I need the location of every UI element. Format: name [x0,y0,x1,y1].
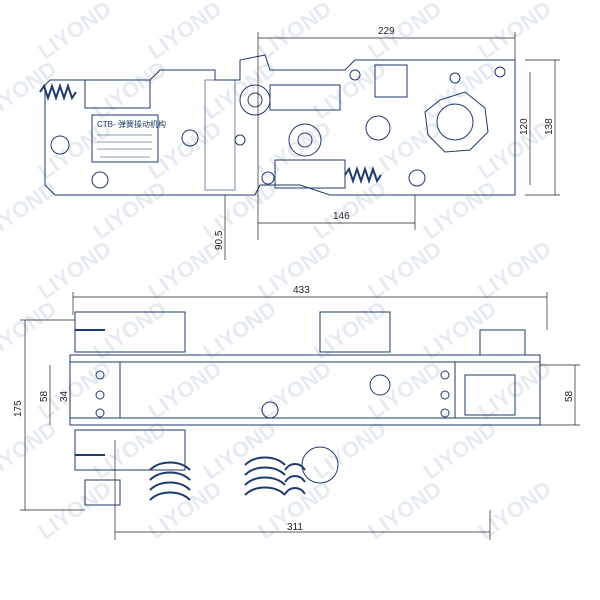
side-view-dimensions: 433 175 58 34 58 311 [13,285,580,540]
watermark-text: LIYOND [474,236,556,304]
watermark-text: LIYOND [419,176,501,244]
indicator [365,115,391,141]
nameplate-lines [97,134,152,158]
top-view: CTB- 弹簧操动机构 [39,54,516,196]
lower-coil [74,429,186,471]
watermark-text: LIYOND [0,56,61,124]
watermark-text: LIYOND [89,176,171,244]
watermark-text: LIYOND [309,296,391,364]
watermark-text: LIYOND [199,176,281,244]
dim-433: 433 [293,285,310,296]
watermark-text: LIYOND [254,116,336,184]
watermark-text: LIYOND [0,296,61,364]
watermark-text: LIYOND [419,56,501,124]
watermark-text: LIYOND [309,56,391,124]
dim-90-5: 90.5 [214,230,225,250]
trip-spring [344,165,382,185]
watermark-text: LIYOND [89,56,171,124]
upper-coil [74,311,186,353]
ratchet-wheel [288,123,322,157]
watermark-text: LIYOND [199,416,281,484]
dim-146: 146 [333,211,350,222]
watermark-text: LIYOND [474,476,556,544]
top-view-dimensions: 229 120 138 146 90.5 [214,26,560,260]
dim-58-right: 58 [564,390,575,402]
watermark-text: LIYOND [364,476,446,544]
watermark-text: LIYOND [364,356,446,424]
closing-spring-mid [244,456,286,496]
watermark-text: LIYOND [254,476,336,544]
nameplate [91,114,159,163]
watermark-text: LIYOND [144,356,226,424]
dim-120: 120 [519,118,530,135]
dim-34: 34 [59,390,70,402]
left-bracket [204,79,236,191]
dim-229: 229 [378,26,395,37]
watermark-text: LIYOND [364,116,446,184]
nameplate-model: CTB- [97,120,116,129]
dim-175: 175 [13,400,24,417]
dim-58-left: 58 [39,390,50,402]
watermark-text: LIYOND [419,416,501,484]
coil-plungers [75,329,105,456]
watermark-text: LIYOND [309,176,391,244]
watermark-text: LIYOND [34,236,116,304]
watermark-text: LIYOND [0,416,61,484]
watermark-text: LIYOND [364,236,446,304]
hex-shaft [424,91,489,153]
dim-138: 138 [544,118,555,135]
small-spring [284,463,306,495]
watermark-text: LIYOND [0,176,61,244]
gear [301,446,339,484]
watermark-text: LIYOND [34,0,116,64]
top-plate-outline [44,54,516,196]
nameplate-title: 弹簧操动机构 [118,119,166,129]
watermark-text: LIYOND [364,0,446,64]
close-coil [84,79,151,109]
closing-spring-left [149,461,191,501]
watermark-text: LIYOND [254,0,336,64]
watermark-text: LIYOND [254,356,336,424]
watermark-text: LIYOND [309,416,391,484]
dim-311: 311 [287,522,303,533]
counter [374,64,408,98]
close-spring [39,82,77,102]
watermark-text: LIYOND [144,0,226,64]
watermark-text: LIYOND [199,296,281,364]
side-view [69,311,541,506]
